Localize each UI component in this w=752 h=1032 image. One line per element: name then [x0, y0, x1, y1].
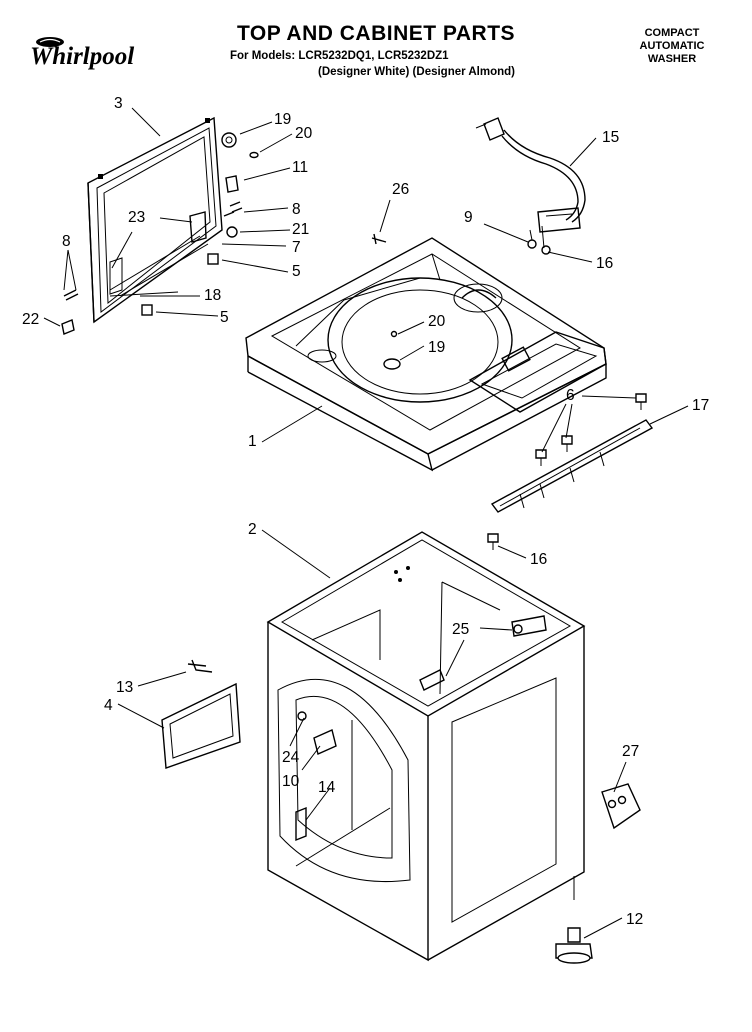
lid-assembly [87, 116, 223, 324]
callout-5: 5 [292, 263, 301, 280]
callout-21: 21 [292, 221, 309, 238]
washer-top [245, 237, 607, 472]
callout-16: 16 [596, 255, 613, 272]
hinge-bar [490, 419, 654, 513]
callout-19: 19 [274, 111, 291, 128]
callout-3: 3 [114, 95, 123, 112]
callout-5: 5 [220, 309, 229, 326]
models-line: For Models: LCR5232DQ1, LCR5232DZ1 [230, 50, 449, 62]
callout-20: 20 [295, 125, 313, 142]
callout-24: 24 [282, 749, 300, 766]
brand-name: Whirlpool [30, 43, 134, 70]
callout-15: 15 [602, 129, 619, 146]
callout-8: 8 [292, 201, 301, 218]
callout-17: 17 [692, 397, 709, 414]
callout-2: 2 [248, 521, 257, 538]
machine-type-line: COMPACT [644, 27, 700, 39]
callout-4: 4 [104, 697, 113, 714]
callout-7: 7 [292, 239, 301, 256]
bracket [601, 783, 641, 830]
cabinet-interior-parts [295, 615, 547, 842]
callout-11: 11 [292, 159, 308, 176]
top-screws [371, 233, 647, 550]
callout-8: 8 [62, 233, 71, 250]
callout-18: 18 [204, 287, 221, 304]
callout-22: 22 [22, 311, 39, 328]
callout-23: 23 [128, 209, 145, 226]
callout-labels: 3 19 20 11 23 8 21 7 5 8 18 5 22 15 26 9… [22, 95, 709, 928]
callout-10: 10 [282, 773, 300, 790]
callout-1: 1 [248, 433, 257, 450]
whirlpool-logo-icon: Whirlpool [30, 37, 134, 70]
machine-type-line: WASHER [647, 53, 697, 65]
callout-16: 16 [530, 551, 547, 568]
whirlpool-logo: Whirlpool [28, 34, 156, 75]
callout-27: 27 [622, 743, 639, 760]
lid-hardware [61, 132, 259, 335]
power-cord [475, 117, 586, 255]
callout-14: 14 [318, 779, 336, 796]
leveling-foot [555, 927, 593, 964]
variants-line: (Designer White) (Designer Almond) [318, 66, 515, 78]
callout-26: 26 [392, 181, 409, 198]
machine-type: COMPACT AUTOMATIC WASHER [612, 27, 732, 66]
access-panel [161, 659, 241, 769]
machine-type-line: AUTOMATIC [639, 40, 705, 52]
callout-9: 9 [464, 209, 473, 226]
callout-19: 19 [428, 339, 445, 356]
callout-13: 13 [116, 679, 133, 696]
callout-20: 20 [428, 313, 446, 330]
leader-lines [43, 107, 689, 939]
callout-6: 6 [566, 387, 575, 404]
cabinet [266, 531, 586, 962]
page-title: TOP AND CABINET PARTS [236, 22, 516, 45]
callout-12: 12 [626, 911, 643, 928]
callout-25: 25 [452, 621, 469, 638]
